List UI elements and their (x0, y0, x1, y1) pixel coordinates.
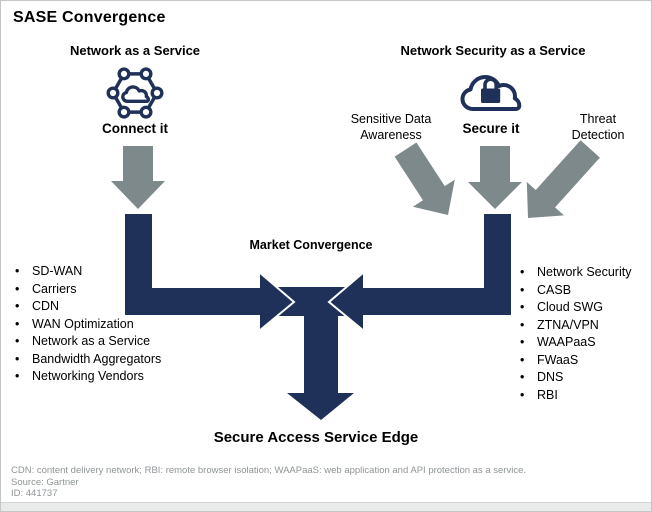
bullet-icon: • (520, 352, 525, 367)
secure-cloud-lock-icon (460, 75, 522, 111)
sase-result-label: Secure Access Service Edge (213, 429, 419, 446)
list-item-label: ZTNA/VPN (537, 317, 599, 332)
footer-id: ID: 441737 (11, 488, 58, 500)
market-convergence-label: Market Convergence (249, 238, 373, 252)
left-branch-heading: Network as a Service (69, 43, 201, 58)
list-item-label: Network as a Service (32, 334, 151, 348)
bullet-icon: • (520, 265, 525, 279)
window-bottom-strip (1, 502, 651, 511)
list-item-label: DNS (537, 370, 564, 384)
list-item: • CDN (15, 298, 195, 316)
list-item-label: CDN (32, 299, 60, 313)
bullet-icon: • (520, 300, 525, 314)
bullet-icon: • (15, 334, 20, 348)
left-convergence-arrow (123, 212, 296, 334)
list-item: • Network Security (520, 264, 645, 282)
bullet-icon: • (520, 387, 525, 402)
list-item: • ZTNA/VPN (520, 317, 645, 335)
cloud-glyph (121, 85, 151, 103)
list-item-label: SD-WAN (32, 264, 83, 278)
threat-detection-label: Threat Detection (571, 112, 625, 142)
list-item-label: Bandwidth Aggregators (32, 351, 162, 366)
list-item: • Network as a Service (15, 333, 195, 351)
network-cloud-icon (106, 67, 164, 119)
bullet-icon: • (520, 317, 525, 332)
list-item-label: Network Security (537, 265, 632, 279)
list-item-label: CASB (537, 282, 572, 297)
bullet-icon: • (15, 351, 20, 366)
bullet-icon: • (15, 316, 20, 331)
secure-down-arrow (468, 146, 522, 209)
list-item: • WAAPaaS (520, 334, 645, 352)
secure-it-label: Secure it (462, 121, 520, 136)
list-item-label: Networking Vendors (32, 369, 144, 383)
list-item: • RBI (520, 387, 645, 405)
security-markets-list: • Network Security • CASB • Cloud SWG • ZTNA/VP… (520, 264, 645, 404)
bullet-icon: • (520, 282, 525, 297)
lock-shackle (483, 77, 498, 89)
list-item-label: WAN Optimization (32, 316, 134, 331)
networking-markets-list: • SD-WAN • Carriers • CDN • WAN Optimization • Ne… (15, 263, 195, 386)
list-item-label: FWaaS (537, 352, 579, 367)
page-title: SASE Convergence (13, 9, 166, 26)
list-item: • Bandwidth Aggregators (15, 351, 195, 369)
list-item: • Cloud SWG (520, 299, 645, 317)
list-item: • SD-WAN (15, 263, 195, 281)
bullet-icon: • (15, 299, 20, 313)
connect-it-label: Connect it (102, 121, 168, 136)
list-item: • WAN Optimization (15, 316, 195, 334)
list-item-label: Carriers (32, 281, 77, 296)
footer-note: CDN: content delivery network; RBI: remo… (11, 465, 526, 476)
convergence-trunk-down-arrow (259, 287, 383, 420)
list-item: • DNS (520, 369, 645, 387)
list-item: • Networking Vendors (15, 368, 195, 386)
bullet-icon: • (15, 281, 20, 296)
right-convergence-arrow (327, 212, 513, 334)
lock-body (481, 88, 501, 103)
bullet-icon: • (15, 264, 20, 278)
list-item: • FWaaS (520, 352, 645, 370)
sensitive-data-diagonal-arrow (394, 142, 455, 215)
list-item-label: RBI (537, 387, 558, 402)
list-item-label: Cloud SWG (537, 300, 603, 314)
list-item: • CASB (520, 282, 645, 300)
bullet-icon: • (520, 370, 525, 384)
right-branch-heading: Network Security as a Service (400, 43, 586, 58)
connect-down-arrow (111, 146, 165, 209)
bullet-icon: • (520, 335, 525, 349)
sensitive-data-awareness-label: Sensitive Data Awareness (350, 112, 432, 142)
figure-footer: CDN: content delivery network; RBI: remo… (11, 465, 647, 500)
list-item: • Carriers (15, 281, 195, 299)
threat-detection-diagonal-arrow (526, 140, 600, 218)
bullet-icon: • (15, 369, 20, 383)
footer-source: Source: Gartner (11, 476, 79, 488)
list-item-label: WAAPaaS (537, 335, 596, 349)
